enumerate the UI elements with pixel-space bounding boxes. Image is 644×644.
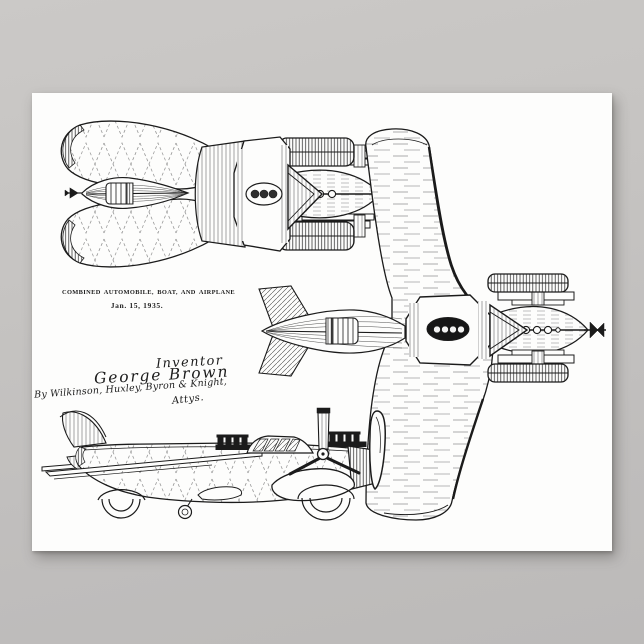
tail-fin <box>61 411 107 448</box>
patent-drawing <box>41 120 606 521</box>
title-block: COMBINED AUTOMOBILE, BOAT, AND AIRPLANE … <box>62 289 236 310</box>
wheel-assembly-bottom <box>277 213 375 251</box>
patent-title: COMBINED AUTOMOBILE, BOAT, AND AIRPLANE <box>62 289 236 296</box>
engine-cylinders-left <box>215 434 253 450</box>
propeller-blade-front <box>369 410 386 491</box>
figure-side-view <box>41 407 386 521</box>
patent-poster: COMBINED AUTOMOBILE, BOAT, AND AIRPLANE … <box>32 93 612 551</box>
propeller-spoke-right <box>325 456 361 475</box>
front-wheel <box>297 484 355 521</box>
tail-wheel <box>177 504 193 520</box>
rear-wheel <box>97 489 146 519</box>
propeller-spoke-left <box>288 456 322 476</box>
wheel-assembly-top <box>487 273 575 306</box>
wheel-assembly-top <box>277 137 375 168</box>
figure-top-view-wing-extended <box>258 128 606 521</box>
skeg <box>197 486 243 501</box>
propeller-blade-up <box>317 412 330 450</box>
front-fender <box>271 468 356 502</box>
wing-root-panel <box>194 140 246 248</box>
folded-wing-spar <box>44 451 263 477</box>
engine-cylinders-right <box>327 431 367 447</box>
prow-wedge <box>287 163 324 231</box>
patent-date: Jan. 15, 1935. <box>110 301 164 310</box>
propeller-hub <box>584 321 606 339</box>
figure-top-view-wings-folded <box>60 120 400 268</box>
wheel-assembly-bottom <box>487 349 575 383</box>
